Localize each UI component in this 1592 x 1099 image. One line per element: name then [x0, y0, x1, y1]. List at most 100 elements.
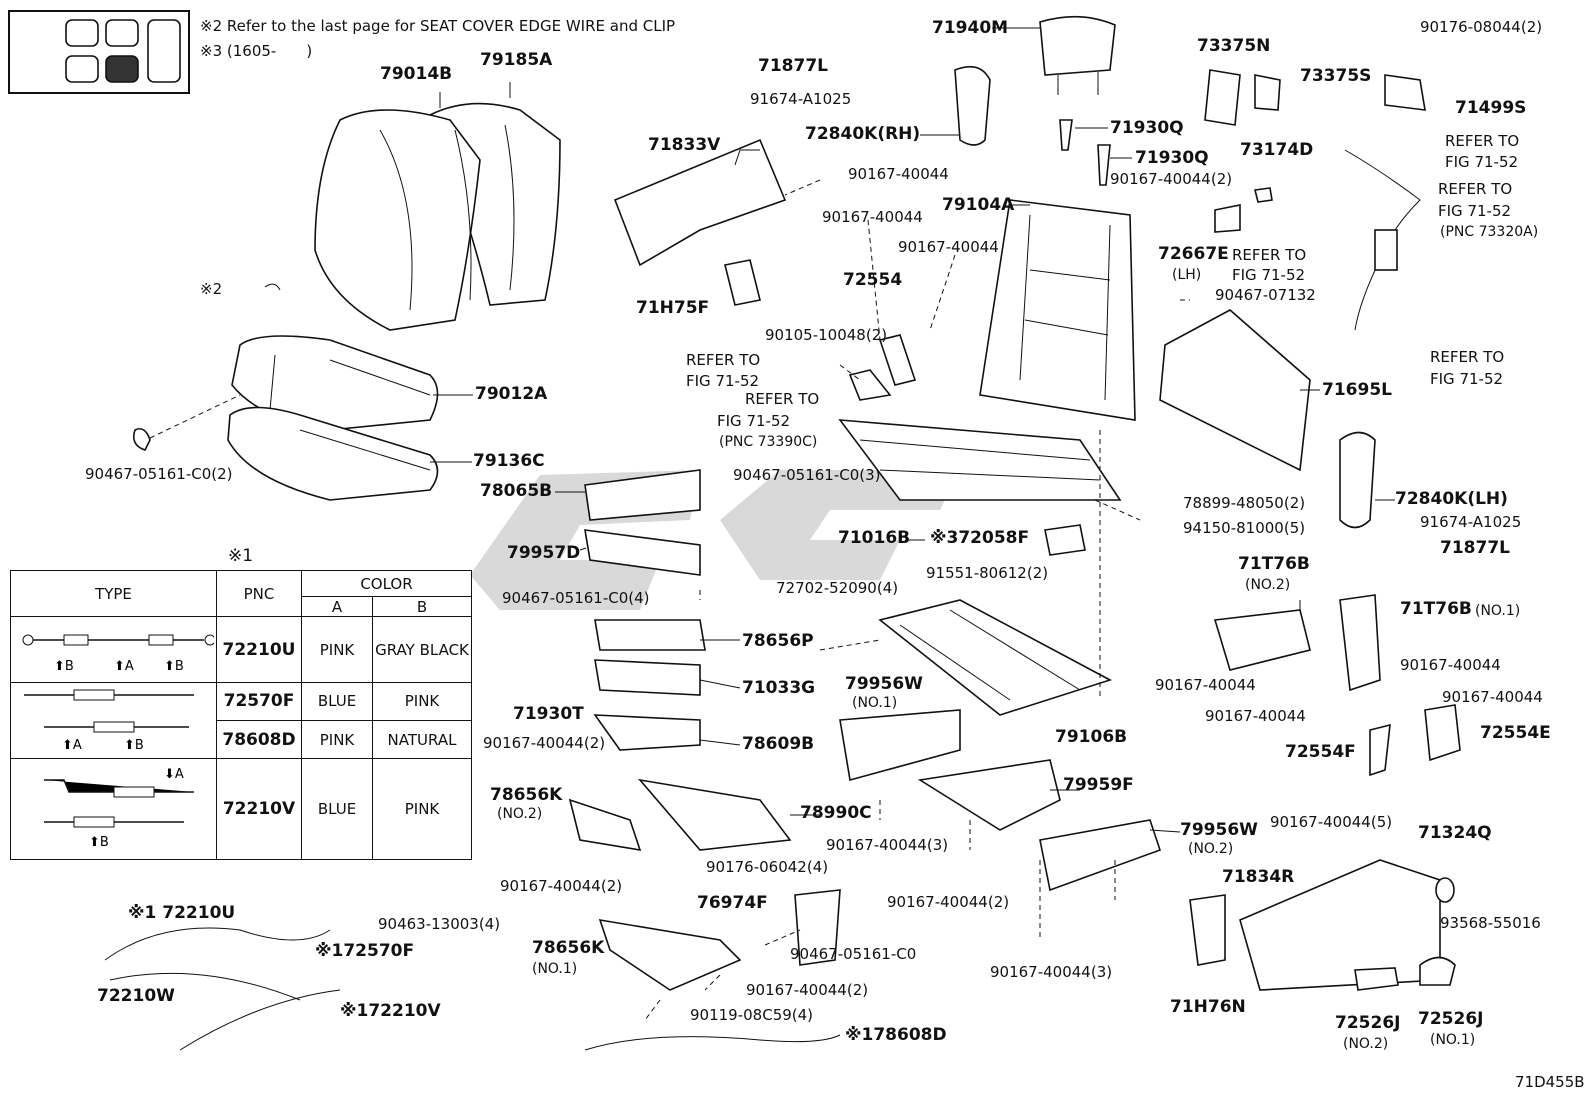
table-row: 78608D PINK NATURAL — [11, 719, 472, 760]
part-label: 90167-40044(2) — [746, 981, 869, 999]
part-label: 72840K(LH) — [1395, 489, 1508, 509]
part-label: 71930T — [513, 704, 584, 724]
part-label: 71016B — [838, 528, 911, 548]
part-label: 90167-40044(2) — [483, 734, 606, 752]
refer-note: REFER TO — [1438, 180, 1513, 198]
table-header-color: COLOR — [301, 569, 472, 598]
color-b-cell: PINK — [372, 681, 472, 721]
refer-note: REFER TO — [1232, 246, 1307, 264]
part-label: 79957D — [507, 543, 581, 563]
table-row: ⬆A ⬆B 72570F BLUE PINK — [10, 681, 472, 760]
wire-harness-72210U — [104, 927, 331, 961]
part-label: 71930Q — [1110, 118, 1184, 138]
color-b-cell: GRAY BLACK — [372, 616, 472, 683]
part-label: 71940M — [932, 18, 1009, 38]
part-label: 90467-05161-C0(3) — [733, 466, 881, 484]
bracket-71T76B-no1 — [1339, 594, 1381, 692]
part-label: 79106B — [1055, 727, 1128, 747]
part-label: 90105-10048(2) — [765, 326, 888, 344]
clip-icon — [132, 427, 151, 451]
bracket-73375S — [1254, 74, 1281, 111]
svg-text:⬇A: ⬇A — [164, 767, 184, 782]
pnc-cell: 72570F — [216, 681, 302, 721]
seat-cushion-frame — [838, 419, 1122, 501]
part-label: 78899-48050(2) — [1183, 494, 1306, 512]
refer-note: FIG 71-52 — [1445, 153, 1519, 171]
part-73174D — [1254, 187, 1273, 203]
refer-note: REFER TO — [1445, 132, 1520, 150]
part-label: 71834R — [1222, 867, 1295, 887]
part-label-sub: (NO.1) — [532, 961, 578, 977]
part-label: 91674-A1025 — [750, 90, 852, 108]
part-label: 71877L — [1440, 538, 1510, 558]
table-row: ⬇A ⬆B 72210V BLUE PINK — [10, 758, 472, 860]
part-label: 94150-81000(5) — [1183, 519, 1306, 537]
bracket-78990C — [637, 778, 792, 851]
color-a-cell: PINK — [301, 616, 373, 683]
part-label-sub: (NO.2) — [497, 806, 543, 822]
knob-72526J-no2 — [1354, 967, 1399, 991]
part-label: 90176-08044(2) — [1420, 18, 1543, 36]
part-label: 71499S — [1455, 98, 1527, 118]
armrest-rh — [954, 65, 991, 146]
part-label: 90167-40044(5) — [1270, 813, 1393, 831]
part-label: 79014B — [380, 64, 453, 84]
part-label: 79012A — [475, 384, 548, 404]
svg-text:⬆B: ⬆B — [164, 659, 184, 674]
cable-type-illustration: ⬇A ⬆B — [10, 758, 217, 860]
figure-code: 71D455B — [1515, 1073, 1585, 1091]
table-header-color-b: B — [372, 596, 472, 618]
color-b-cell: PINK — [372, 758, 472, 860]
part-label: 71T76B — [1400, 599, 1472, 619]
refer-note: FIG 71-52 — [1430, 370, 1504, 388]
refer-note: REFER TO — [745, 390, 820, 408]
cover-72667E — [1214, 204, 1241, 233]
part-label: 73174D — [1240, 140, 1314, 160]
refer-note: FIG 71-52 — [1438, 202, 1512, 220]
part-label: 90167-40044 — [1205, 707, 1306, 725]
color-b-cell: NATURAL — [372, 719, 472, 760]
part-label: 78990C — [800, 803, 872, 823]
seat-layout-key — [8, 10, 190, 94]
part-label-sub: (NO.1) — [852, 695, 898, 711]
part-label: 90167-40044(2) — [500, 877, 623, 895]
part-label: 78656K — [490, 785, 563, 805]
part-label: 71877L — [758, 56, 828, 76]
seat-layout-diagram — [65, 19, 181, 83]
part-label: 90467-05161-C0(2) — [85, 465, 233, 483]
bracket-72554 — [878, 334, 917, 386]
part-label: 91551-80612(2) — [926, 564, 1049, 582]
knob-72526J-no1 — [1419, 956, 1456, 986]
part-label-sub: (NO.2) — [1188, 841, 1234, 857]
svg-text:⬆A: ⬆A — [114, 659, 134, 674]
plate-76974F — [794, 889, 841, 966]
part-label: ※172210V — [340, 1001, 441, 1021]
part-label: 90167-40044(2) — [1110, 170, 1233, 188]
svg-text:⬆B: ⬆B — [124, 738, 144, 753]
cover-78656K-no2 — [568, 798, 642, 852]
pnc-color-table: TYPE PNC COLOR A B ⬆B ⬆A ⬆B 72210U PINK … — [10, 569, 472, 860]
part-label: ※172570F — [315, 941, 415, 961]
cap-71324Q — [1435, 877, 1455, 903]
part-label: 71H75F — [636, 298, 710, 318]
seat-cushion — [227, 335, 439, 501]
part-label: 73375N — [1197, 36, 1271, 56]
part-label: 90167-40044 — [898, 238, 999, 256]
refer-note: (PNC 73320A) — [1440, 224, 1539, 240]
adjuster-71499S — [1384, 74, 1426, 111]
part-label-sub: (NO.1) — [1475, 603, 1521, 619]
part-label: 72554E — [1480, 723, 1551, 743]
cover-78656K-no1 — [598, 918, 742, 991]
part-label: 72702-52090(4) — [776, 579, 899, 597]
part-label: 90167-40044 — [1442, 688, 1543, 706]
part-label: ※178608D — [845, 1025, 947, 1045]
part-label: 76974F — [697, 893, 768, 913]
part-label: 71H76N — [1170, 997, 1246, 1017]
refer-note: FIG 71-52 — [686, 372, 760, 390]
part-label: 71930Q — [1135, 148, 1209, 168]
color-a-cell: BLUE — [301, 681, 373, 721]
bracket-71T76B-no2 — [1213, 609, 1311, 671]
note-production-date: ※3 (1605- ) — [200, 42, 313, 60]
part-label: 72840K(RH) — [805, 124, 921, 144]
cover-72554F — [1369, 723, 1391, 777]
